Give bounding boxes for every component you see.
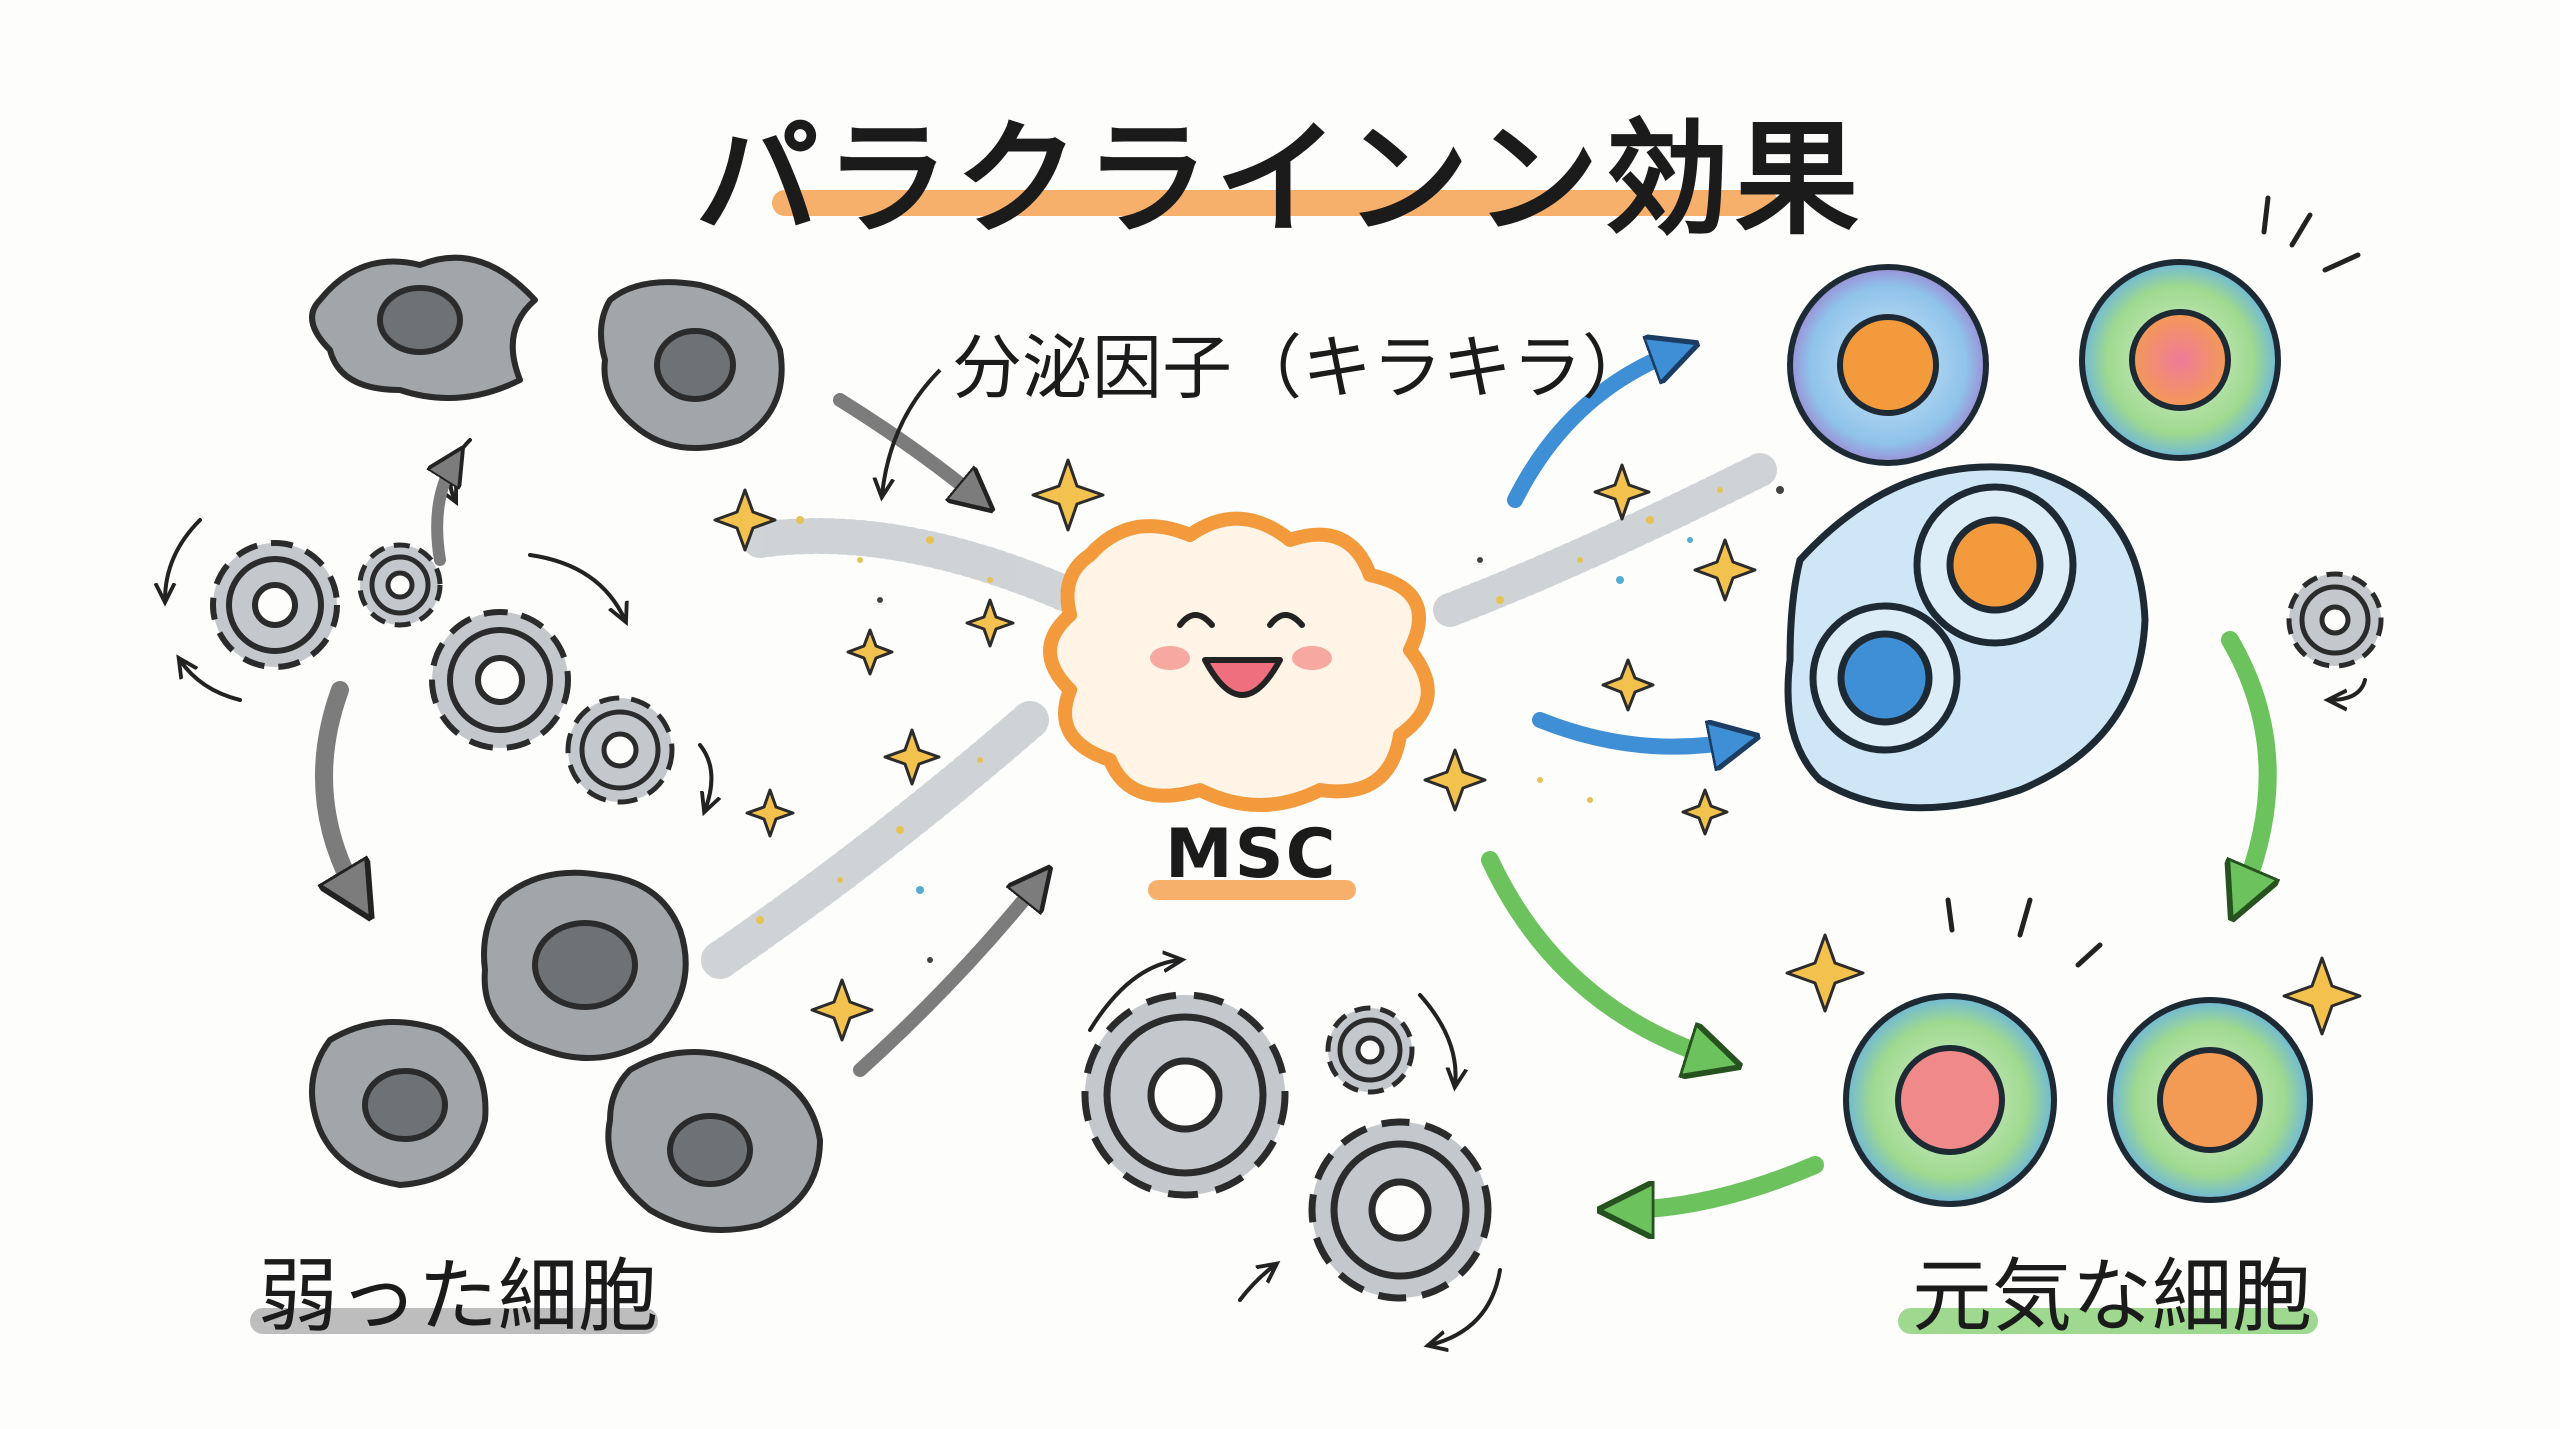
gear-icon: [1325, 1005, 1415, 1095]
title-underline: [772, 190, 1778, 216]
weak-cell: [598, 279, 785, 451]
weak-cell: [309, 1019, 489, 1188]
weak-cell: [481, 869, 689, 1061]
gear-icon: [565, 695, 675, 805]
weak-cells-underline: [250, 1308, 658, 1334]
gray-arrows: [315, 393, 1040, 1077]
glow-ticks: [1945, 195, 2361, 968]
healthy-cell: [2079, 259, 2281, 461]
dividing-cell: [1784, 463, 2149, 812]
gear-icon: [1081, 991, 1289, 1199]
sparkle-icons: [713, 458, 2362, 1042]
label-pointer: [882, 368, 942, 495]
blue-arrows: [1507, 350, 1740, 747]
weak-cell: [309, 254, 538, 401]
weak-cells-label: 弱った細胞: [258, 1250, 658, 1343]
weak-cell: [605, 1049, 823, 1233]
healthy-cells-label: 元気な細胞: [1912, 1250, 2312, 1343]
healthy-cell: [1787, 264, 1989, 466]
page-title: パラクラインン効果: [694, 108, 1865, 252]
secreted-factors-label: 分泌因子（キラキラ）: [952, 327, 1652, 409]
green-arrows: [1481, 631, 2268, 1210]
gear-icon: [357, 542, 443, 628]
particle-stream: [701, 453, 1784, 979]
gear-icon: [1308, 1118, 1492, 1302]
gear-icon: [429, 609, 571, 751]
gear-icon: [210, 540, 340, 670]
msc-face: [1150, 612, 1332, 698]
msc-label: MSC: [1165, 815, 1338, 894]
healthy-cell: [2107, 997, 2313, 1203]
gear-icon: [2286, 571, 2384, 669]
healthy-cells-underline: [1898, 1308, 2318, 1334]
healthy-cell: [1843, 993, 2057, 1207]
msc-underline: [1148, 880, 1356, 900]
rotation-arrows: [165, 438, 2367, 1345]
msc-cell: [1043, 511, 1435, 812]
